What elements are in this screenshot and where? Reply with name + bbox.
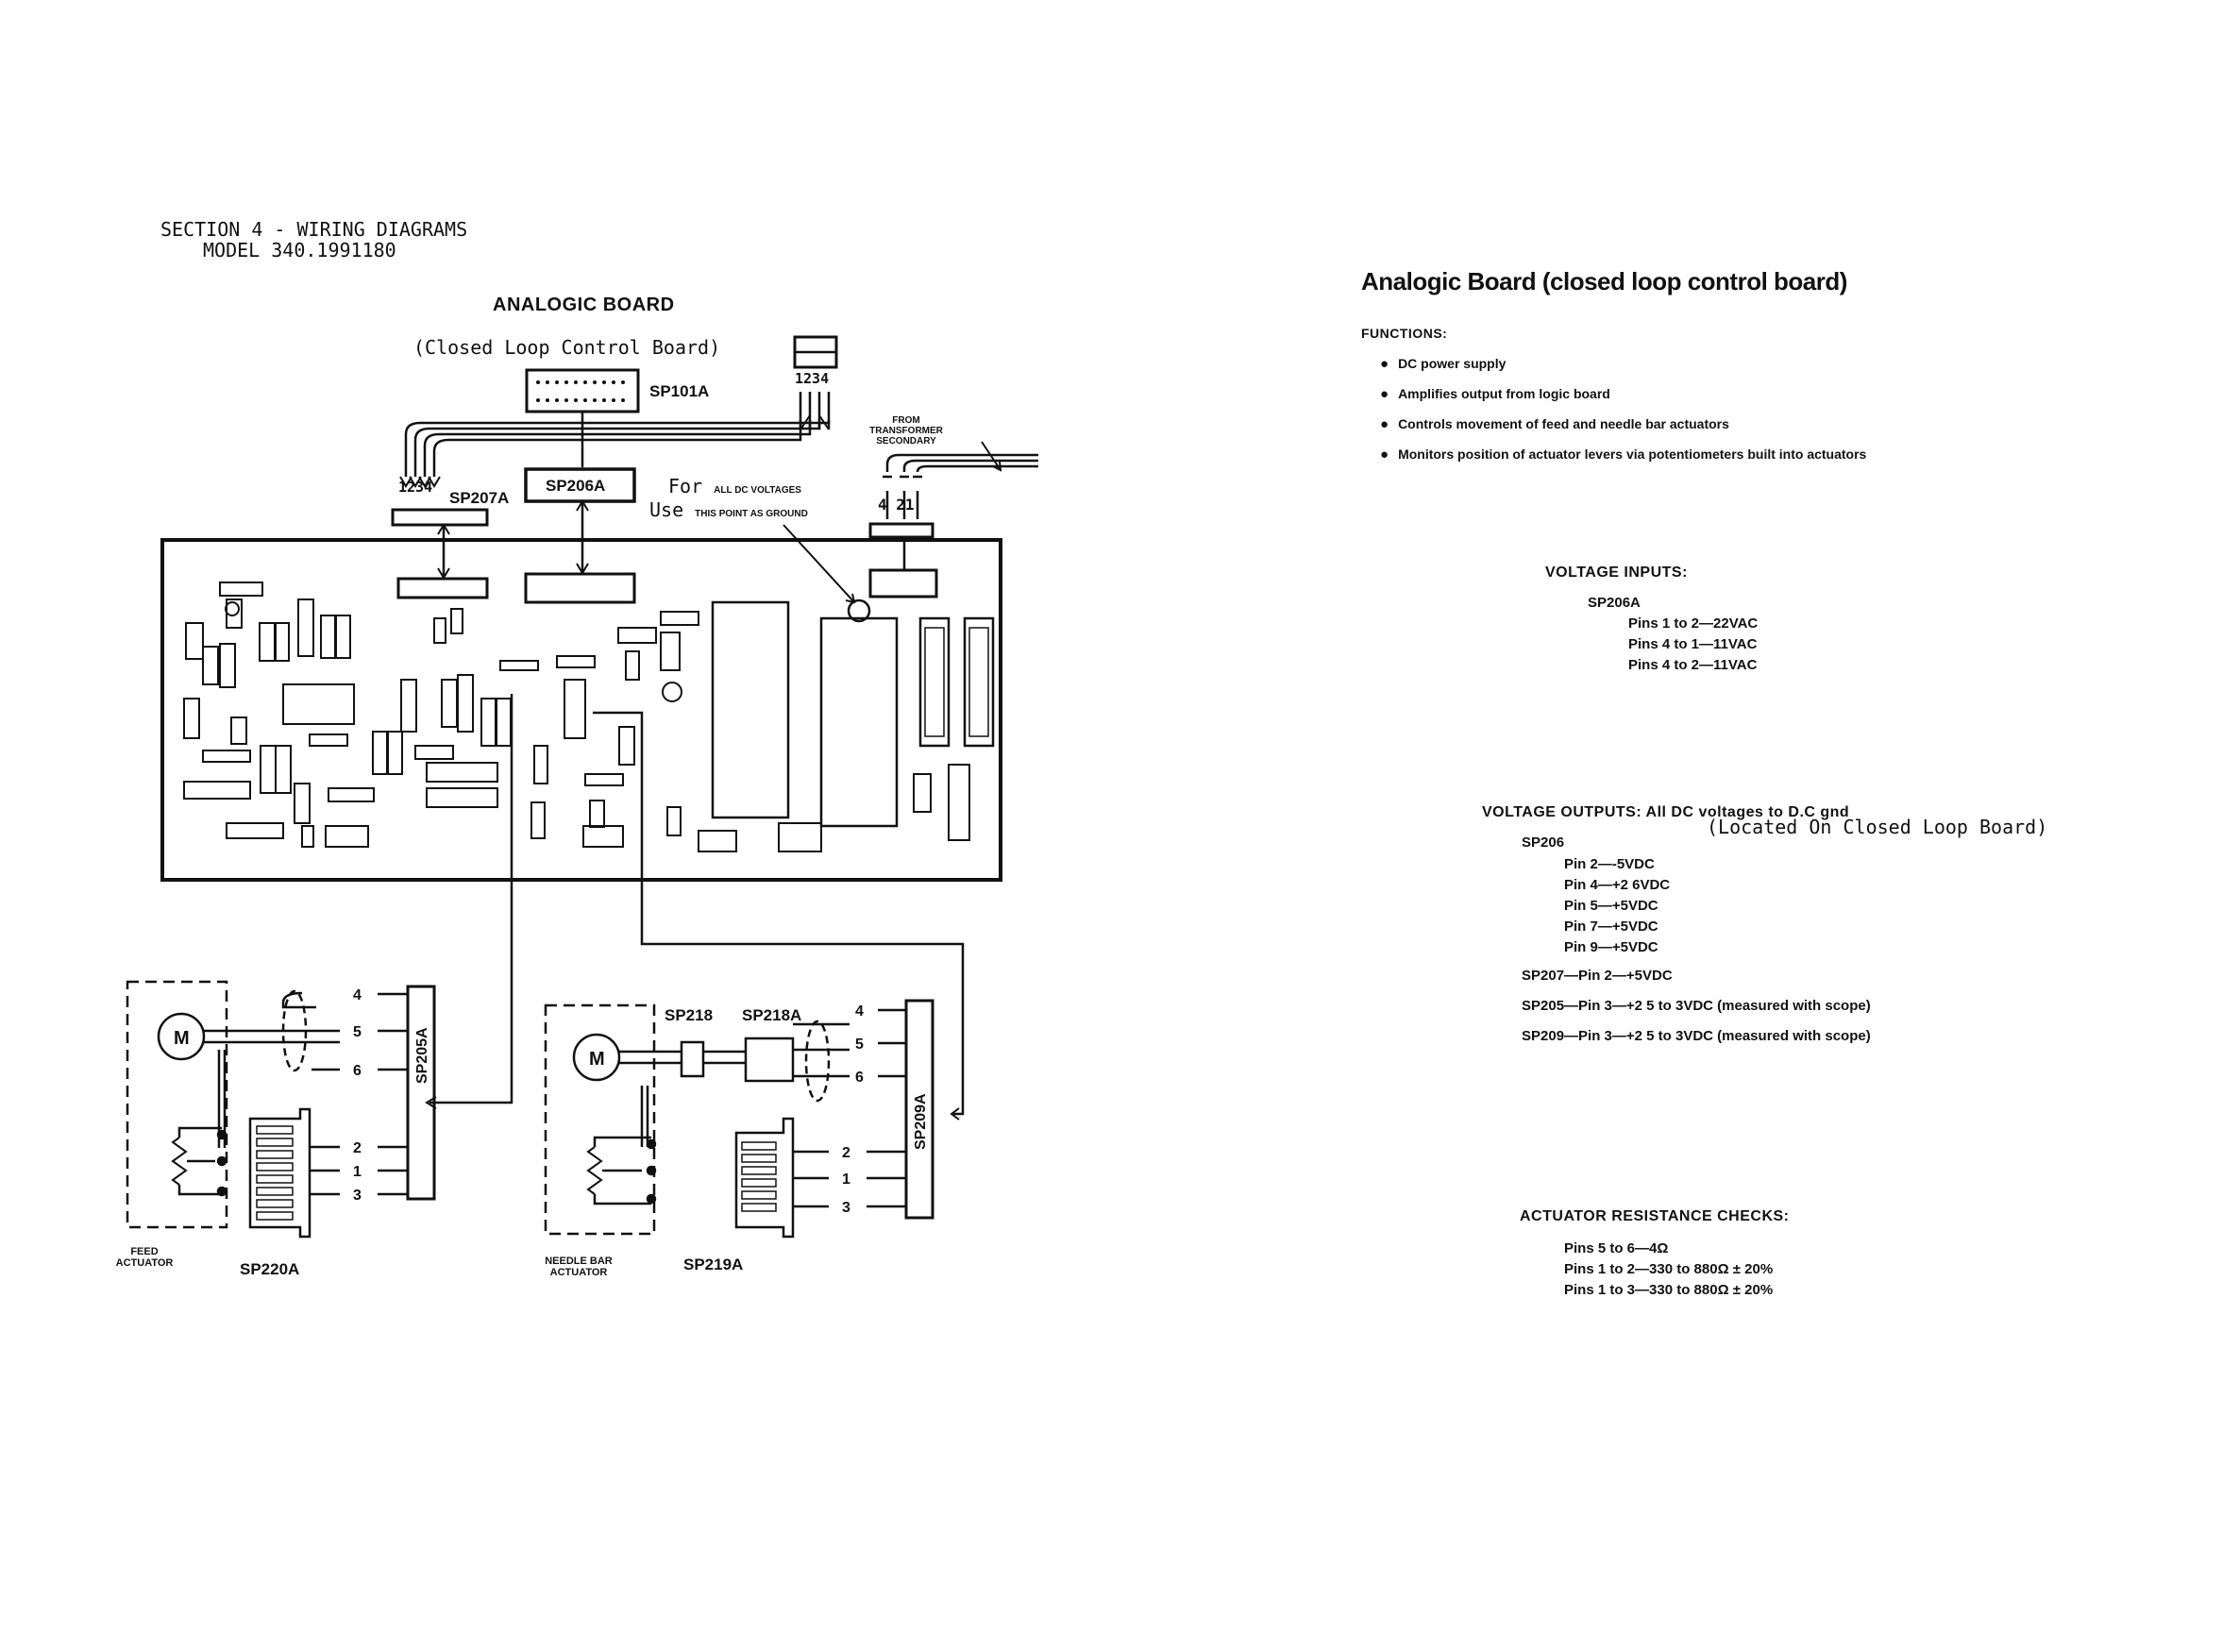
sp218-label: SP218 bbox=[665, 1006, 714, 1024]
voltage-input-row: Pins 4 to 1—11VAC bbox=[1628, 636, 1758, 652]
sp206a-pin-numbers: 4 21 bbox=[878, 496, 915, 514]
needle-bar-actuator-label: NEEDLE BAR ACTUATOR bbox=[545, 1256, 613, 1278]
sp219a-label: SP219A bbox=[683, 1256, 744, 1273]
voltage-input-row: Pins 1 to 2—22VAC bbox=[1628, 615, 1759, 632]
wire-number: 3 bbox=[353, 1188, 362, 1204]
ground-note-use: Use THIS POINT AS GROUND bbox=[649, 498, 808, 521]
sp206a-connector bbox=[524, 467, 636, 503]
wire-number: 5 bbox=[855, 1037, 864, 1053]
feed-actuator-label: FEED ACTUATOR bbox=[115, 1246, 174, 1269]
sp101a-connector bbox=[525, 368, 640, 413]
transformer-connector bbox=[868, 522, 934, 539]
needle-motor bbox=[572, 1033, 621, 1082]
wire-number: 2 bbox=[353, 1140, 362, 1156]
sp207a-connector bbox=[391, 508, 489, 527]
sp209-voltage: SP209—Pin 3—+2 5 to 3VDC (measured with … bbox=[1522, 1028, 1871, 1044]
sp205a-bar bbox=[406, 985, 436, 1201]
resistance-heading: ACTUATOR RESISTANCE CHECKS: bbox=[1520, 1208, 1790, 1224]
ic-module-2 bbox=[963, 616, 995, 748]
board-title: Analogic Board (closed loop control boar… bbox=[1361, 267, 1847, 295]
wire-number: 3 bbox=[842, 1200, 850, 1216]
sp206a-socket bbox=[524, 572, 636, 604]
diagram-subtitle: (Closed Loop Control Board) bbox=[413, 336, 721, 359]
voltage-output-row: Pin 9—+5VDC bbox=[1564, 939, 1658, 955]
wire-number: 5 bbox=[353, 1024, 362, 1040]
resistance-row: Pins 1 to 2—330 to 880Ω ± 20% bbox=[1564, 1261, 1774, 1277]
section-title: SECTION 4 - WIRING DIAGRAMS bbox=[160, 218, 468, 241]
voltage-outputs-connector: SP206 bbox=[1522, 834, 1565, 851]
sp218a-plug bbox=[744, 1037, 795, 1083]
sp209a-label: SP209A bbox=[913, 1093, 929, 1150]
sp207-voltage: SP207—Pin 2—+5VDC bbox=[1522, 968, 1673, 984]
wire-number: 1 bbox=[842, 1172, 850, 1188]
feed-motor bbox=[157, 1012, 206, 1061]
wire-number: 4 bbox=[855, 1003, 864, 1020]
wire-number: 6 bbox=[855, 1070, 864, 1086]
diagram-title: ANALOGIC BOARD bbox=[493, 295, 675, 315]
sp220a-plug bbox=[248, 1107, 311, 1239]
ground-note-for: For ALL DC VOLTAGES bbox=[668, 475, 801, 497]
wire-number: 6 bbox=[353, 1063, 362, 1079]
sp219a-plug bbox=[734, 1117, 795, 1239]
function-item: Monitors position of actuator levers via… bbox=[1380, 445, 1866, 475]
feed-motor-label: M bbox=[174, 1028, 190, 1049]
sp205a-label: SP205A bbox=[414, 1027, 430, 1084]
ic-large-1 bbox=[711, 600, 790, 819]
voltage-outputs-note: (Located On Closed Loop Board) bbox=[1707, 816, 2048, 838]
ground-point bbox=[847, 598, 871, 623]
needle-bar-actuator-box bbox=[544, 1003, 656, 1236]
functions-heading: FUNCTIONS: bbox=[1361, 326, 1448, 341]
wire-number: 2 bbox=[842, 1145, 850, 1161]
sp205-voltage: SP205—Pin 3—+2 5 to 3VDC (measured with … bbox=[1522, 998, 1871, 1014]
voltage-inputs-list: Pins 1 to 2—22VAC Pins 4 to 1—11VAC Pins… bbox=[1628, 614, 1758, 676]
voltage-outputs-list: Pin 2—-5VDC Pin 4—+2 6VDC Pin 5—+5VDC Pi… bbox=[1564, 854, 1670, 958]
sp206a-label: SP206A bbox=[546, 477, 606, 495]
resistance-row: Pins 5 to 6—4Ω bbox=[1564, 1240, 1669, 1256]
ic-module-1 bbox=[918, 616, 951, 748]
function-item: Amplifies output from logic board bbox=[1380, 384, 1866, 414]
model-number: MODEL 340.1991180 bbox=[203, 239, 396, 261]
voltage-inputs-heading: VOLTAGE INPUTS: bbox=[1545, 565, 1688, 581]
voltage-output-row: Pin 5—+5VDC bbox=[1564, 898, 1658, 914]
voltage-output-row: Pin 2—-5VDC bbox=[1564, 856, 1655, 872]
analogic-board bbox=[160, 538, 1002, 882]
wire-number: 4 bbox=[353, 987, 362, 1003]
transformer-socket bbox=[868, 568, 938, 598]
sp207a-pin-numbers: 1234 bbox=[398, 479, 433, 496]
voltage-output-row: Pin 4—+2 6VDC bbox=[1564, 877, 1671, 893]
function-item: DC power supply bbox=[1380, 354, 1866, 384]
voltage-inputs-connector: SP206A bbox=[1588, 595, 1641, 611]
sp207a-label: SP207A bbox=[449, 489, 510, 507]
transformer-label: FROM TRANSFORMER SECONDARY bbox=[869, 415, 943, 447]
voltage-outputs-heading: VOLTAGE OUTPUTS: All DC voltages to D.C … bbox=[1482, 804, 1850, 820]
sp209a-bar bbox=[904, 999, 934, 1220]
wire-number: 1 bbox=[353, 1164, 362, 1180]
function-item: Controls movement of feed and needle bar… bbox=[1380, 414, 1866, 445]
sp218a-label: SP218A bbox=[742, 1006, 802, 1024]
feed-actuator-box bbox=[126, 980, 228, 1229]
voltage-input-row: Pins 4 to 2—11VAC bbox=[1628, 657, 1758, 673]
sp101a-label: SP101A bbox=[649, 382, 710, 400]
sp101a-pin-numbers: 1234 bbox=[795, 370, 830, 387]
resistance-row: Pins 1 to 3—330 to 880Ω ± 20% bbox=[1564, 1282, 1774, 1298]
voltage-output-row: Pin 7—+5VDC bbox=[1564, 919, 1658, 935]
functions-list: DC power supply Amplifies output from lo… bbox=[1380, 354, 1866, 475]
sp101a-pins bbox=[536, 380, 625, 402]
sp220a-label: SP220A bbox=[240, 1260, 300, 1278]
resistance-list: Pins 5 to 6—4Ω Pins 1 to 2—330 to 880Ω ±… bbox=[1564, 1239, 1773, 1301]
sp207a-socket bbox=[396, 577, 489, 599]
ic-large-2 bbox=[819, 616, 899, 828]
needle-motor-label: M bbox=[589, 1049, 605, 1070]
wiring-diagram: M M 4 5 6 2 1 3 4 5 6 2 1 3 SP205A SP209… bbox=[126, 335, 1038, 1239]
